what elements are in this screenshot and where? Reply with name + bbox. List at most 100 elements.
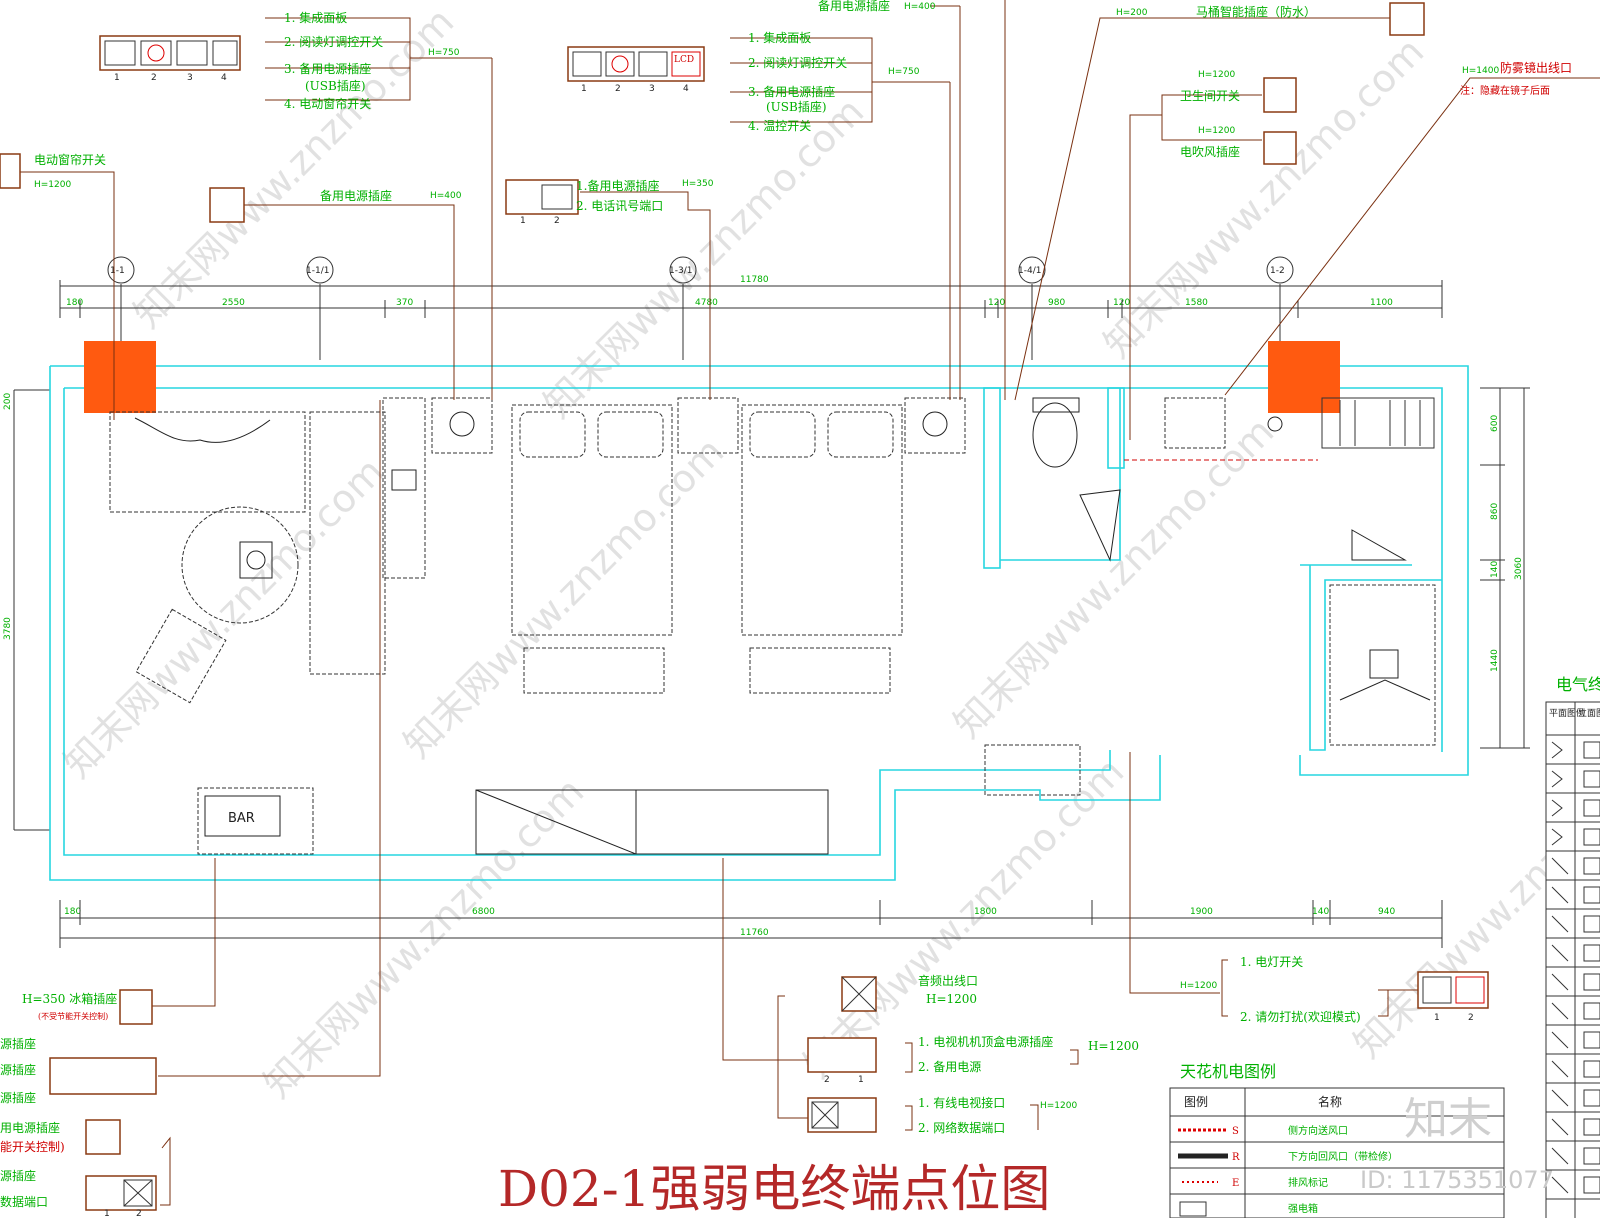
dim-top: 4780 [695,298,718,308]
entry-number: 2 [1468,1013,1474,1023]
panel-b-item: 2. 阅读灯调控开关 [748,56,847,70]
dim-overall-bottom: 11760 [740,928,769,938]
watermark-id: ID: 1175351077 [1360,1166,1554,1194]
tv-number: 2 [824,1075,830,1085]
lcd-label: LCD [674,55,694,65]
dim-right: 860 [1490,503,1500,520]
right-dimensions: 600 860 140 1440 3060 [1480,387,1530,749]
dim-top: 370 [396,298,413,308]
panel-b-item: 3. 备用电源插座 [748,84,835,99]
panel-b-number: 2 [615,84,621,94]
drawing-title: D02-1强弱电终端点位图 [498,1160,1050,1218]
curtain-label: 电动窗帘开关 [34,152,106,167]
left-bottom-item: 源插座 [0,1168,36,1183]
panel-a-item: 1. 集成面板 [284,10,347,25]
panel-a-number: 4 [221,73,227,83]
legend-name: 强电箱 [1288,1202,1318,1215]
bottom-dimensions: 180 6800 1800 1900 140 940 11760 [59,900,1443,948]
fridge-label: H=350 冰箱插座 [22,991,117,1006]
dim-bottom: 6800 [472,907,495,917]
left-bottom-number: 1 [104,1209,110,1218]
structural-column [84,341,156,413]
entry-item: 1. 电灯开关 [1240,955,1303,969]
toilet-height: H=200 [1116,8,1148,18]
left-bottom-item: 数据端口 [0,1194,48,1209]
dim-right: 600 [1490,415,1500,432]
dim-right: 1440 [1490,649,1500,672]
legend-header: 名称 [1318,1094,1342,1109]
backup-400-label: 备用电源插座 [320,188,392,203]
dim-top: 180 [66,298,83,308]
panel-b-callout: 1 2 3 4 LCD 1. 集成面板 2. 阅读灯调控开关 3. 备用电源插座… [581,30,920,133]
audio-label: 音频出线口 [918,973,978,988]
legend-title: 天花机电图例 [1180,1062,1276,1081]
phone-item: 1.备用电源插座 [576,178,659,193]
toilet-label: 马桶智能插座（防水） [1196,4,1316,19]
dim-left: 3780 [3,617,13,640]
left-stack-label: 源插座 [0,1090,36,1105]
panel-a-item: (USB插座) [305,78,366,93]
restroom-height: H=1200 [1198,70,1235,80]
entry-item: 2. 请勿打扰(欢迎模式) [1240,1009,1361,1024]
watermark-text: 知末网www.znzmo.com [55,449,392,786]
tv-height: H=1200 [1088,1039,1139,1053]
dim-top: 120 [988,298,1005,308]
phone-number: 2 [554,216,560,226]
panel-a-callout: 1 2 3 4 1. 集成面板 2. 阅读灯调控开关 3. 备用电源插座 (US… [114,10,460,111]
top-backup-label: 备用电源插座 [818,0,890,13]
legend-name: 侧方向送风口 [1288,1124,1348,1137]
mirror-height: H=1400 [1462,66,1499,76]
walls [49,365,1469,881]
dim-bottom: 1900 [1190,907,1213,917]
dim-left: 200 [3,393,13,410]
dim-bottom: 140 [1312,907,1329,917]
electrical-legend: 电气终 平面图例 立面图例 [1545,675,1600,1218]
left-backup-label: 用电源插座 [0,1120,60,1135]
left-stack-label: 源插座 [0,1036,36,1051]
top-dimensions: 11780 180 2550 370 4780 120 980 120 1580… [59,275,1443,318]
legend-name: 排风标记 [1288,1176,1328,1189]
left-stack-label: 源插座 [0,1062,36,1077]
dim-bottom: 940 [1378,907,1395,917]
watermark-text: 知末网www.znzmo.com [535,89,872,426]
dim-bottom: 180 [64,907,81,917]
panel-b-item: 4. 温控开关 [748,119,811,133]
top-backup-height: H=400 [904,2,936,12]
grid-label: 1-2 [1270,266,1285,276]
phone-number: 1 [520,216,526,226]
grid-label: 1-1/1 [306,266,329,276]
dim-top: 980 [1048,298,1065,308]
tv-item: 2. 备用电源 [918,1060,981,1074]
legend-code: R [1232,1152,1240,1163]
grid-axes [107,256,1294,400]
panel-a-height: H=750 [428,48,460,58]
furniture: BAR [109,397,1436,855]
panel-a-item: 4. 电动窗帘开关 [284,96,371,111]
legend-header: 图例 [1184,1095,1208,1109]
backup-400-height: H=400 [430,191,462,201]
network-item: 2. 网络数据端口 [918,1120,1005,1135]
legend-code: S [1232,1126,1239,1137]
legend-name: 下方向回风口（带检修） [1288,1150,1398,1163]
hairdryer-height: H=1200 [1198,126,1235,136]
dim-top: 1100 [1370,298,1393,308]
ceiling-legend: 天花机电图例 图例 名称 S R E 侧方向送风口 下方向回风口（带检修） 排风… [1169,1062,1505,1218]
panel-a-item: 2. 阅读灯调控开关 [284,35,383,49]
panel-b-item: 1. 集成面板 [748,30,811,45]
entry-height: H=1200 [1180,981,1217,991]
panel-b-height: H=750 [888,67,920,77]
grid-label: 1-1 [110,266,125,276]
watermark-text: 知末网www.znzmo.com [395,429,732,766]
grid-label: 1-4/1 [1018,266,1041,276]
audio-height: H=1200 [926,992,977,1006]
phone-item: 2. 电话讯号端口 [576,199,663,213]
leader-lines [20,0,1600,1206]
left-dimensions: 200 3780 [3,389,50,831]
restroom-label: 卫生间开关 [1180,89,1240,103]
phone-height: H=350 [682,179,714,189]
legend-code: E [1232,1178,1239,1189]
dim-top: 1580 [1185,298,1208,308]
watermark-badge: 知末 ID: 1175351077 [1360,1094,1554,1194]
left-bottom-number: 2 [136,1209,142,1218]
